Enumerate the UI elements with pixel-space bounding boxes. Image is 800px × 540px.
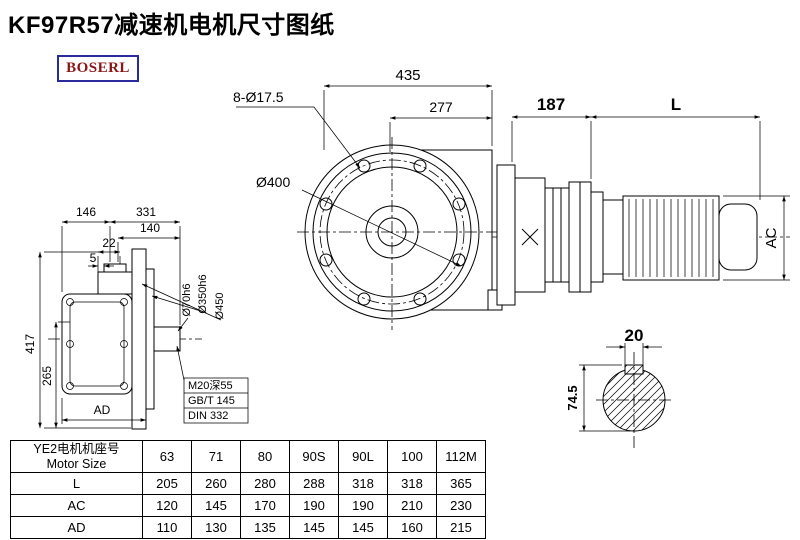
cell-L-90l: 318 <box>338 472 388 495</box>
cell-AD-100: 160 <box>387 516 437 539</box>
cell-L-63: 205 <box>142 472 192 495</box>
cell-L-100: 318 <box>387 472 437 495</box>
dim-5: 5 <box>90 251 97 265</box>
dim-146: 146 <box>76 205 96 219</box>
dim-ad: AD <box>94 403 111 417</box>
size-col-71: 71 <box>191 440 241 473</box>
dim-motor-height: AC <box>763 227 780 248</box>
cell-AC-80: 170 <box>240 494 290 517</box>
dim-motor-length: L <box>671 95 681 114</box>
note-tap: M20深55 <box>188 379 233 392</box>
cell-AD-63: 110 <box>142 516 192 539</box>
dim-shaft-height: 74.5 <box>565 385 580 410</box>
motor-size-header-en: Motor Size <box>46 456 107 471</box>
row-label-AC: AC <box>10 494 143 517</box>
table-row-AD: AD 110 130 135 145 145 160 215 <box>10 516 486 539</box>
technical-drawing: 435 277 8-Ø17.5 Ø400 <box>23 67 790 448</box>
dim-265: 265 <box>40 366 54 386</box>
page-title: KF97R57减速机电机尺寸图纸 <box>8 12 335 39</box>
dim-417: 417 <box>23 334 37 354</box>
motor-dimension-table: YE2电机机座号 Motor Size 63 71 80 90S 90L 100… <box>10 440 486 539</box>
dim-partial-width: 277 <box>429 99 453 115</box>
row-label-AD: AD <box>10 516 143 539</box>
cell-AD-112m: 215 <box>436 516 486 539</box>
table-row-L: L 205 260 280 288 318 318 365 <box>10 472 486 495</box>
table-header-row: YE2电机机座号 Motor Size 63 71 80 90S 90L 100… <box>10 440 486 473</box>
brand-logo: BOSERL <box>57 55 139 82</box>
motor-fins <box>628 199 714 277</box>
note-din-standard: DIN 332 <box>188 410 228 422</box>
shaft-section-view: 20 74.5 <box>565 326 672 448</box>
cell-AC-90s: 190 <box>289 494 339 517</box>
cell-L-71: 260 <box>191 472 241 495</box>
cell-AC-100: 210 <box>387 494 437 517</box>
note-gb-standard: GB/T 145 <box>188 395 235 407</box>
side-view: 187 L AC <box>492 95 790 306</box>
size-col-100: 100 <box>387 440 437 473</box>
cell-AD-90l: 145 <box>338 516 388 539</box>
dim-140: 140 <box>140 221 160 235</box>
dim-gearbox-length: 187 <box>537 95 565 114</box>
dim-key-width: 20 <box>625 326 644 345</box>
motor-size-header-cn: YE2电机机座号 <box>33 441 120 456</box>
cell-L-90s: 288 <box>289 472 339 495</box>
cell-AD-71: 130 <box>191 516 241 539</box>
brand-logo-text: BOSERL <box>66 60 130 76</box>
front-view: 435 277 8-Ø17.5 Ø400 <box>233 67 503 330</box>
cell-AC-112m: 230 <box>436 494 486 517</box>
dim-22: 22 <box>102 236 116 250</box>
cell-AC-71: 145 <box>191 494 241 517</box>
label-flange-diameter: Ø400 <box>256 174 290 190</box>
row-label-L: L <box>10 472 143 495</box>
motor-size-header: YE2电机机座号 Motor Size <box>10 440 143 473</box>
size-col-90s: 90S <box>289 440 339 473</box>
label-shaft-diameter: Ø70h6 <box>181 283 193 316</box>
left-side-view: 146 331 140 22 5 417 265 AD <box>23 205 249 430</box>
cell-AC-63: 120 <box>142 494 192 517</box>
cell-L-112m: 365 <box>436 472 486 495</box>
cell-L-80: 280 <box>240 472 290 495</box>
cell-AC-90l: 190 <box>338 494 388 517</box>
cell-AD-80: 135 <box>240 516 290 539</box>
dim-total-width: 435 <box>395 67 420 84</box>
label-flange-diameter-side: Ø450 <box>214 293 226 320</box>
label-spigot-diameter: Ø350h6 <box>197 274 209 313</box>
size-col-112m: 112M <box>436 440 486 473</box>
cell-AD-90s: 145 <box>289 516 339 539</box>
label-bolt-holes: 8-Ø17.5 <box>233 89 284 105</box>
dim-331: 331 <box>136 205 156 219</box>
size-col-80: 80 <box>240 440 290 473</box>
size-col-63: 63 <box>142 440 192 473</box>
table-row-AC: AC 120 145 170 190 190 210 230 <box>10 494 486 517</box>
size-col-90l: 90L <box>338 440 388 473</box>
